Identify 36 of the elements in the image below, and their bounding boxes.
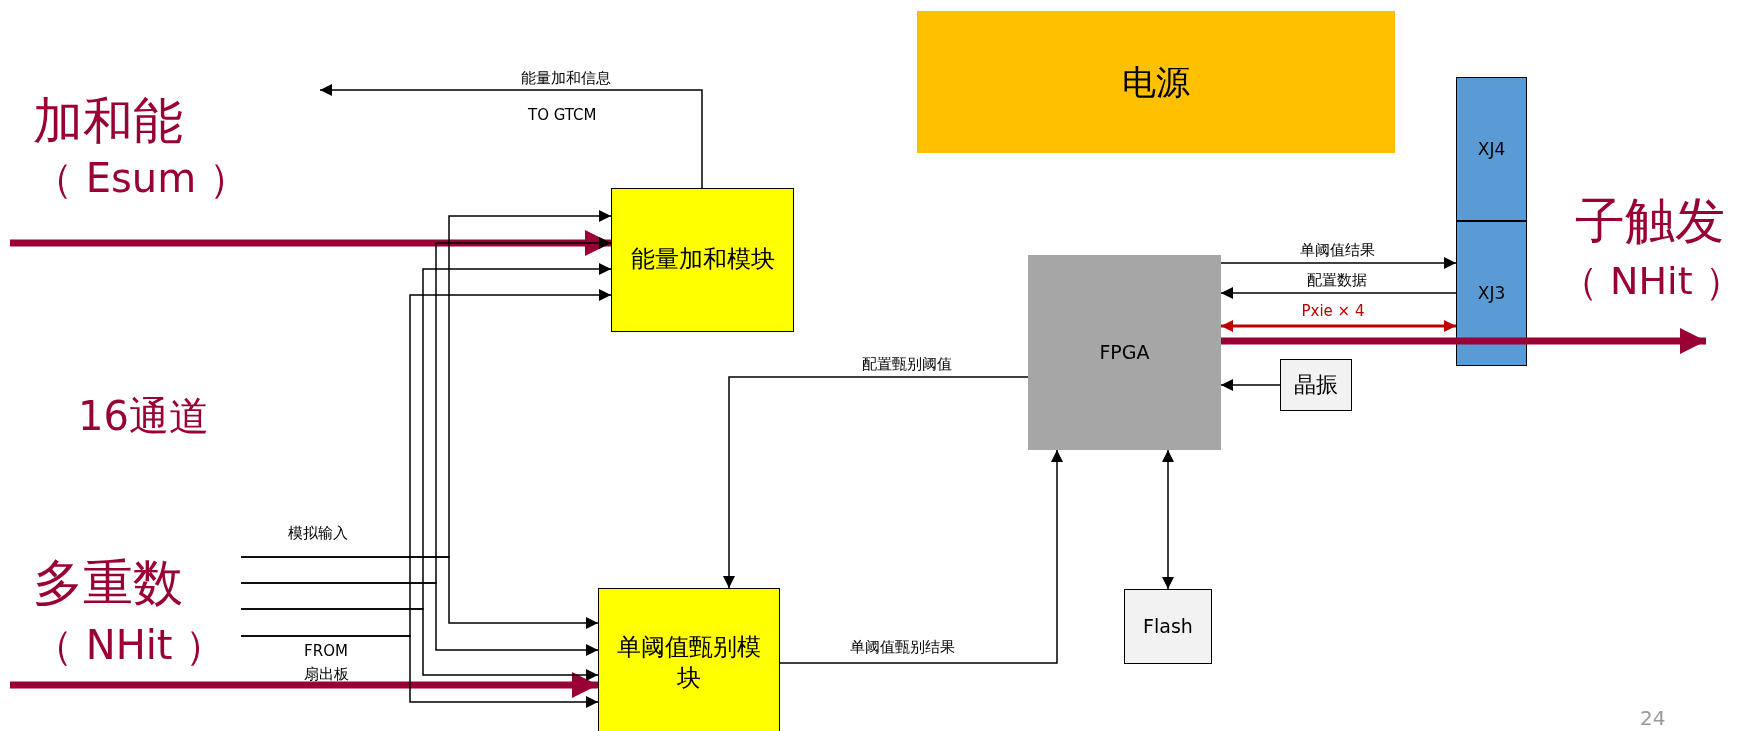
oscillator-box: 晶振: [1280, 359, 1352, 411]
module-box: 能量加和模块: [611, 188, 794, 332]
arrow: [1221, 320, 1456, 332]
input-label: FROM 扇出板: [302, 641, 350, 685]
signal-title: （ NHit ）: [33, 625, 226, 665]
signal-title: （ Esum ）: [33, 158, 249, 198]
channel-count: 16通道: [78, 396, 209, 436]
arrow: [1220, 287, 1457, 299]
edge-label: 单阈值结果: [1297, 241, 1377, 259]
signal-title: 加和能: [33, 96, 183, 146]
signal-title: （ NHit ）: [1560, 262, 1739, 300]
arrow: [240, 635, 599, 708]
edge-label: 配置甄别阈值: [860, 355, 954, 373]
connector-box: XJ3: [1456, 221, 1527, 366]
signal-title: 多重数: [33, 558, 183, 608]
arrow: [1162, 449, 1174, 590]
power-box: 电源: [917, 11, 1395, 153]
arrow: [240, 608, 599, 681]
arrow: [723, 376, 1029, 589]
module-box: 单阈值甄别模块: [598, 588, 780, 731]
arrow: [1220, 379, 1281, 391]
edge-label: 能量加和信息: [519, 69, 613, 87]
edge-label: 单阈值甄别结果: [847, 638, 957, 656]
arrow: [240, 582, 599, 656]
note-text: TO GTCM: [528, 108, 597, 123]
fpga-box: FPGA: [1028, 255, 1221, 450]
arrow: [1220, 257, 1457, 269]
page-number: 24: [1640, 708, 1666, 728]
edge-label: 配置数据: [1305, 271, 1369, 289]
flash-box: Flash: [1124, 589, 1212, 664]
arrow: [779, 449, 1063, 664]
connector-box: XJ4: [1456, 77, 1527, 221]
arrow: [319, 84, 703, 189]
signal-title: 子触发: [1575, 196, 1725, 246]
arrow: [240, 556, 599, 629]
input-label: 模拟输入: [288, 526, 348, 541]
